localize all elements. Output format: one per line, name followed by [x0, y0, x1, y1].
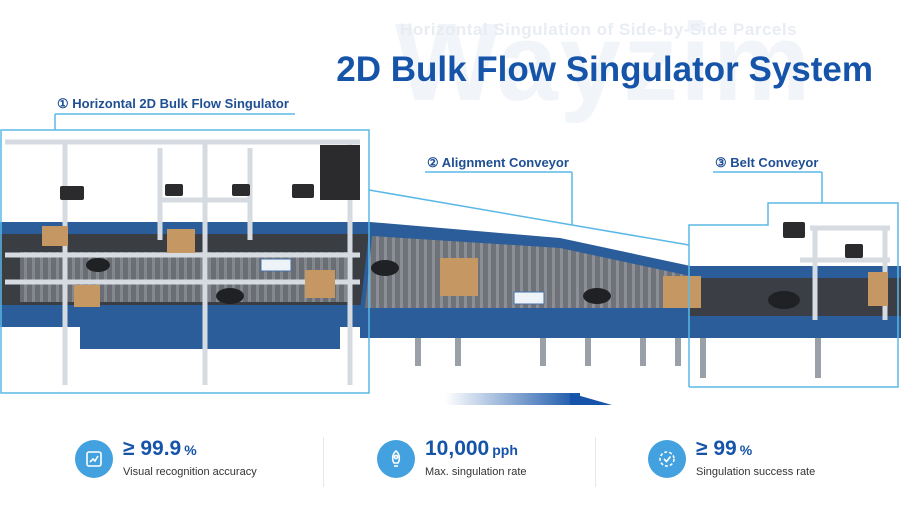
stat-label: Visual recognition accuracy — [123, 466, 257, 478]
brand-watermark: Wayzim — [395, 1, 813, 124]
page-subtitle: Horizontal Singulation of Side-by-Side P… — [400, 20, 798, 39]
stat-unit: % — [739, 442, 753, 458]
belt-bed — [690, 266, 901, 378]
section-label-singulator: ① Horizontal 2D Bulk Flow Singulator — [57, 96, 289, 111]
chart-checklist-icon — [75, 440, 113, 478]
stat-value: ≥ 99.9 — [123, 437, 182, 460]
stat-value: ≥ 99 — [696, 437, 737, 460]
stat-unit: pph — [492, 442, 518, 458]
section-label-belt-conveyor: ③ Belt Conveyor — [715, 155, 819, 170]
rocket-icon — [377, 440, 415, 478]
stat-unit: % — [184, 442, 197, 458]
stat-label: Max. singulation rate — [425, 466, 527, 478]
page-title: 2D Bulk Flow Singulator System — [336, 50, 873, 89]
singulator-frame — [5, 139, 360, 385]
section-label-alignment-conveyor: ② Alignment Conveyor — [427, 155, 569, 170]
target-check-icon — [648, 440, 686, 478]
parcels — [42, 226, 888, 309]
callout-lines — [0, 113, 899, 394]
camera-units — [60, 145, 863, 258]
flow-direction-arrow — [445, 393, 612, 405]
stat-divider — [595, 437, 596, 487]
stat-value: 10,000 — [425, 437, 490, 460]
stat-divider — [323, 437, 324, 487]
stat-label: Singulation success rate — [696, 466, 816, 478]
